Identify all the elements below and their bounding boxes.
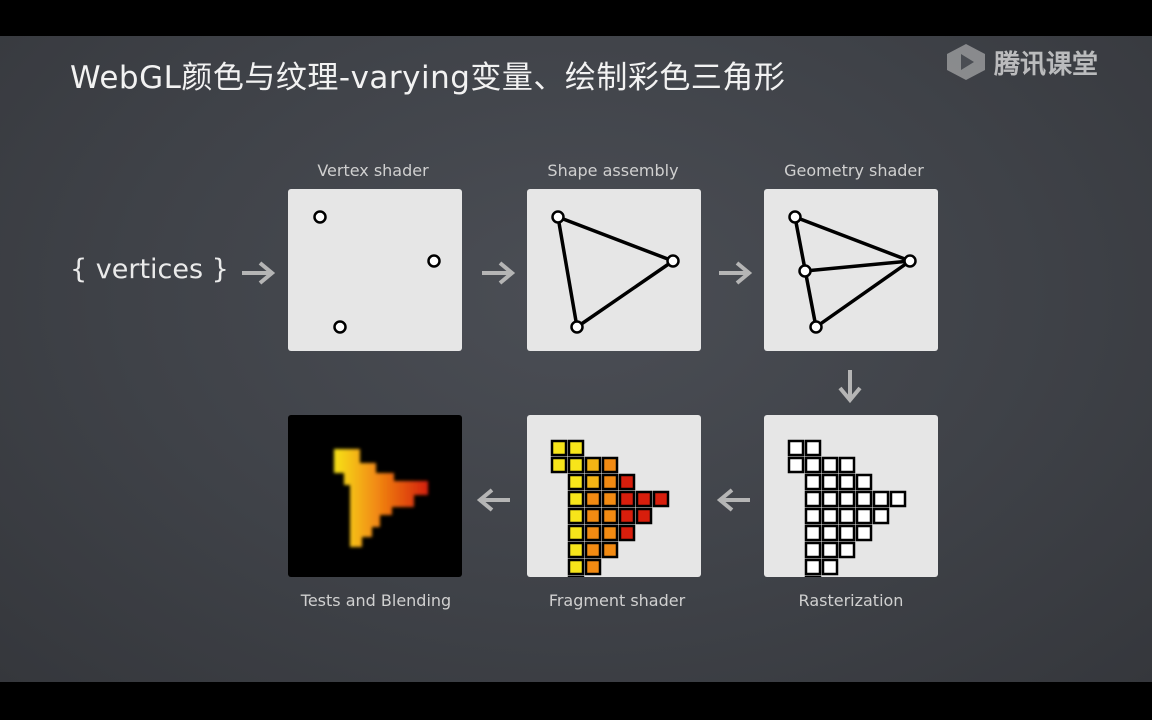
pixel-cell xyxy=(838,541,856,559)
pixel-cell xyxy=(584,490,602,508)
pixel-cell xyxy=(855,524,873,542)
pixel-cell xyxy=(855,473,873,491)
pixel-cell xyxy=(550,456,568,474)
pixel-cell xyxy=(804,456,822,474)
pixel-cell xyxy=(889,490,907,508)
pixel-cell xyxy=(821,507,839,525)
pixel-cell xyxy=(618,490,636,508)
chalkboard-slide: WebGL颜色与纹理-varying变量、绘制彩色三角形 腾讯课堂 { vert… xyxy=(0,36,1152,682)
pixel-cell xyxy=(601,507,619,525)
pixel-cell xyxy=(838,490,856,508)
arrow-left-icon xyxy=(476,488,510,512)
pixel-cell xyxy=(821,558,839,576)
label-geometry-shader: Geometry shader xyxy=(784,161,924,180)
pixel-cell xyxy=(821,541,839,559)
pixel-cell xyxy=(601,473,619,491)
pixel-cell xyxy=(567,490,585,508)
pixel-cell xyxy=(804,541,822,559)
pixel-cell xyxy=(804,439,822,457)
label-fragment-shader: Fragment shader xyxy=(548,591,686,610)
pixel-cell xyxy=(821,473,839,491)
pixel-cell xyxy=(584,541,602,559)
pixel-cell xyxy=(821,524,839,542)
logo-text: 腾讯课堂 xyxy=(994,49,1099,80)
pixel-cell xyxy=(821,456,839,474)
pixel-cell xyxy=(567,541,585,559)
pixel-cell xyxy=(872,490,890,508)
pixel-cell xyxy=(838,473,856,491)
pixel-cell xyxy=(804,524,822,542)
vertices-input-label: { vertices } xyxy=(70,254,229,285)
pixel-cell xyxy=(618,524,636,542)
pixel-cell xyxy=(567,524,585,542)
pixel-cell xyxy=(821,490,839,508)
pixel-cell xyxy=(567,558,585,576)
pixel-cell xyxy=(872,507,890,525)
pixel-cell xyxy=(787,456,805,474)
pixel-cell xyxy=(804,473,822,491)
pixel-cell xyxy=(652,490,670,508)
label-vertex-shader: Vertex shader xyxy=(317,161,429,180)
pixel-cell xyxy=(838,524,856,542)
pixel-cell xyxy=(584,456,602,474)
pixel-cell xyxy=(601,524,619,542)
tencent-classroom-logo: 腾讯课堂 xyxy=(944,42,1098,82)
pixel-cell xyxy=(584,507,602,525)
colored-grid-icon xyxy=(550,439,670,593)
fragment-shader-panel xyxy=(527,415,701,593)
pixel-cell xyxy=(635,507,653,525)
pixel-cell xyxy=(601,541,619,559)
pixel-cell xyxy=(804,507,822,525)
pixel-cell xyxy=(804,490,822,508)
arrow-right-icon xyxy=(719,261,753,285)
raster-grid-icon xyxy=(787,439,907,593)
pixel-cell xyxy=(550,439,568,457)
pixel-cell xyxy=(804,558,822,576)
pixel-cell xyxy=(567,439,585,457)
pixel-cell xyxy=(601,490,619,508)
play-logo-icon xyxy=(947,44,985,80)
arrow-down-icon xyxy=(838,370,862,404)
subdivided-triangle-icon xyxy=(788,210,917,334)
pixel-cell xyxy=(787,439,805,457)
tests-blending-panel xyxy=(288,415,462,577)
pixel-cell xyxy=(838,507,856,525)
pixel-cell xyxy=(584,558,602,576)
label-rasterization: Rasterization xyxy=(798,591,904,610)
pixel-cell xyxy=(635,490,653,508)
pixel-cell xyxy=(618,473,636,491)
label-shape-assembly: Shape assembly xyxy=(547,161,679,180)
pixel-cell xyxy=(838,456,856,474)
pixel-cell xyxy=(855,507,873,525)
triangle-outline-icon xyxy=(551,210,680,334)
vertex-points-icon xyxy=(313,210,441,334)
pixel-cell xyxy=(567,507,585,525)
arrow-right-icon xyxy=(242,261,276,285)
geometry-shader-panel xyxy=(764,189,938,351)
pixel-cell xyxy=(584,473,602,491)
pixel-cell xyxy=(618,507,636,525)
rasterization-panel xyxy=(764,415,938,593)
vertex-shader-panel xyxy=(288,189,462,351)
arrow-right-icon xyxy=(482,261,516,285)
pixel-cell xyxy=(601,456,619,474)
pixel-cell xyxy=(567,473,585,491)
slide-title: WebGL颜色与纹理-varying变量、绘制彩色三角形 xyxy=(70,60,786,96)
blended-triangle-icon xyxy=(334,449,428,547)
arrow-left-icon xyxy=(716,488,750,512)
shape-assembly-panel xyxy=(527,189,701,351)
pixel-cell xyxy=(567,456,585,474)
pixel-cell xyxy=(584,524,602,542)
pixel-cell xyxy=(855,490,873,508)
label-tests-blending: Tests and Blending xyxy=(300,591,452,610)
